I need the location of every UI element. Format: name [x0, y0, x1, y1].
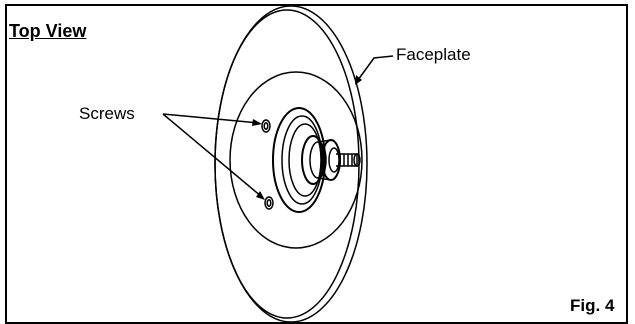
screws-leader-lower — [162, 113, 263, 198]
screws-label: Screws — [79, 104, 135, 123]
faceplate-leader — [357, 55, 394, 81]
hub-flange — [272, 107, 326, 213]
screw-upper — [261, 119, 271, 133]
faceplate-outer-front — [214, 9, 360, 319]
view-title: Top View — [9, 21, 87, 41]
figure-frame — [5, 4, 628, 324]
screw-lower — [264, 196, 274, 210]
faceplate-leader-arrow — [355, 75, 362, 85]
screws-leader-upper — [162, 113, 260, 124]
screws-leader-arrow-lower — [256, 191, 265, 200]
screws-leader-arrow-upper — [252, 119, 262, 126]
faceplate-label: Faceplate — [396, 45, 471, 64]
faceplate-inner-panel — [229, 71, 363, 249]
shaft — [336, 153, 358, 167]
figure-label: Fig. 4 — [570, 296, 615, 315]
hub-collar — [301, 135, 325, 185]
